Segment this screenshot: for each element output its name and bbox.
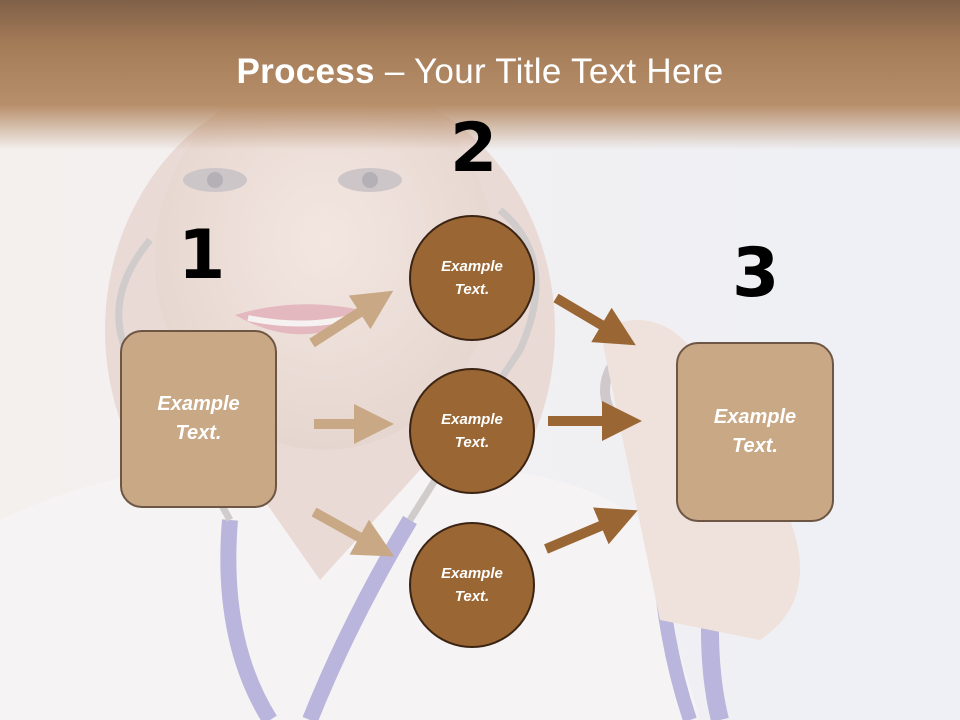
step-3-text: Example Text. [713, 406, 797, 457]
step-number-2: 2 [450, 109, 498, 188]
step-2-circle-2-text: Example Text. [441, 411, 503, 451]
step-2-circle-2[interactable]: Example Text. [409, 368, 535, 494]
step-2-circle-1-text: Example Text. [441, 258, 503, 298]
step-number-1: 1 [178, 216, 226, 295]
step-2-circle-3[interactable]: Example Text. [409, 522, 535, 648]
title-bold: Process [236, 52, 375, 91]
title-band [0, 0, 960, 150]
title-rest: – Your Title Text Here [374, 52, 724, 91]
slide-title: Process – Your Title Text Here [0, 52, 960, 92]
step-2-circle-3-text: Example Text. [441, 565, 503, 605]
step-2-circle-1[interactable]: Example Text. [409, 215, 535, 341]
step-1-box[interactable]: Example Text. [120, 330, 277, 508]
step-number-3: 3 [732, 234, 780, 313]
step-3-box[interactable]: Example Text. [676, 342, 834, 522]
step-1-text: Example Text. [157, 393, 240, 444]
